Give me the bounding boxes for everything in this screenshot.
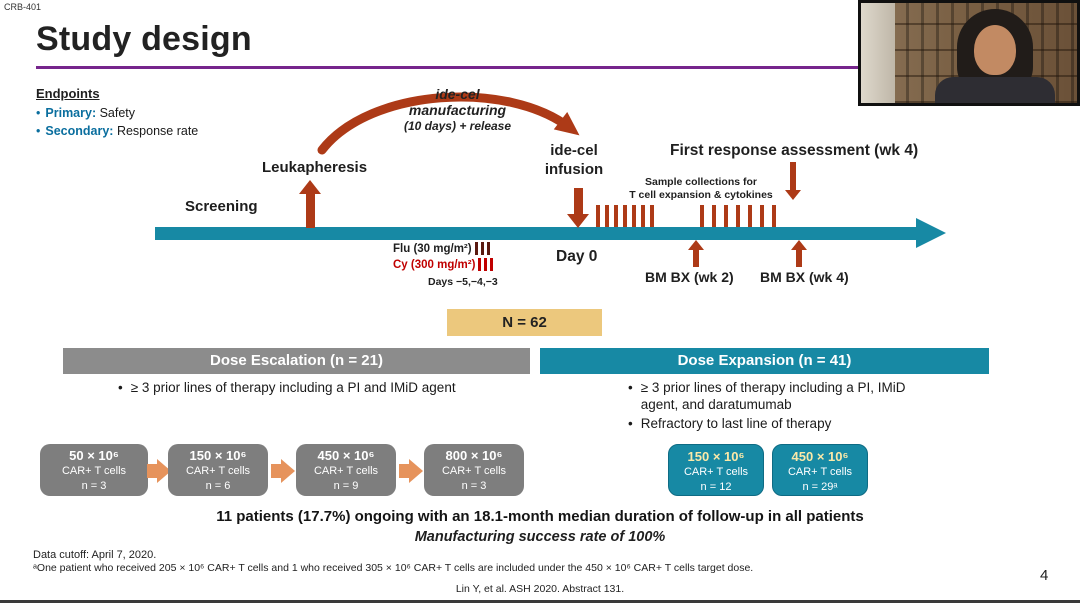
dose-value: 150 × 10⁶ <box>189 448 247 463</box>
dose-value: 150 × 10⁶ <box>687 449 745 464</box>
expansion-bullet2: Refractory to last line of therapy <box>640 416 832 431</box>
dose-expansion-header: Dose Expansion (n = 41) <box>540 348 989 374</box>
days-label: Days −5,−4,−3 <box>428 276 498 288</box>
dose-n: n = 3 <box>81 480 107 492</box>
manufacturing-line3: (10 days) + release <box>403 119 512 133</box>
endpoint-secondary-value: Response rate <box>113 124 199 138</box>
endpoint-secondary: Secondary: Response rate <box>36 124 198 138</box>
escalation-bullet1: ≥ 3 prior lines of therapy including a P… <box>130 380 456 395</box>
first-response-label: First response assessment (wk 4) <box>670 142 919 159</box>
endpoint-secondary-label: Secondary: <box>45 124 114 138</box>
manufacturing-label: ide-cel manufacturing (10 days) + releas… <box>380 86 535 134</box>
video-bottom-edge <box>0 600 1080 603</box>
presenter-video[interactable] <box>858 0 1080 106</box>
n-total-box: N = 62 <box>447 309 602 336</box>
dose-value: 50 × 10⁶ <box>69 448 119 463</box>
dose-arrow-icon <box>399 459 423 483</box>
background-wall <box>861 3 895 103</box>
dose-n: n = 6 <box>205 480 231 492</box>
manufacturing-curve-arrow-icon <box>317 92 580 155</box>
footnote: ᵃOne patient who received 205 × 10⁶ CAR+… <box>33 562 754 574</box>
dose-cells: CAR+ T cells <box>787 466 853 478</box>
sample-ticks-group2 <box>700 205 784 227</box>
bmbx-wk4-arrow-icon <box>791 240 807 267</box>
dose-cells: CAR+ T cells <box>61 465 127 477</box>
manufacturing-line1: ide-cel <box>435 86 480 102</box>
dose-box-800: 800 × 10⁶ CAR+ T cells n = 3 <box>424 444 524 496</box>
dose-cells: CAR+ T cells <box>683 466 749 478</box>
infusion-arrow-icon <box>567 188 589 228</box>
dose-box-150: 150 × 10⁶ CAR+ T cells n = 6 <box>168 444 268 496</box>
followup-summary: 11 patients (17.7%) ongoing with an 18.1… <box>216 508 864 525</box>
dose-arrow-icon <box>271 459 295 483</box>
sample-collections-line2: T cell expansion & cytokines <box>629 188 773 201</box>
endpoint-primary-label: Primary: <box>45 106 97 120</box>
manufacturing-success: Manufacturing success rate of 100% <box>414 529 666 545</box>
expansion-box-450: 450 × 10⁶ CAR+ T cells n = 29ᵃ <box>772 444 868 496</box>
cy-tick-icon <box>490 258 494 271</box>
dose-n: n = 12 <box>700 481 732 493</box>
expansion-bullet1: ≥ 3 prior lines of therapy including a P… <box>640 380 906 412</box>
data-cutoff: Data cutoff: April 7, 2020. <box>33 549 157 561</box>
dose-n: n = 9 <box>333 480 359 492</box>
screening-label: Screening <box>185 198 258 215</box>
presenter-body <box>935 77 1055 103</box>
dose-n: n = 29ᵃ <box>802 481 838 493</box>
page-number: 4 <box>1040 567 1049 584</box>
dose-box-450: 450 × 10⁶ CAR+ T cells n = 9 <box>296 444 396 496</box>
dose-value: 450 × 10⁶ <box>791 449 849 464</box>
infusion-line2: infusion <box>544 161 604 178</box>
expansion-box-150: 150 × 10⁶ CAR+ T cells n = 12 <box>668 444 764 496</box>
flu-row: Flu (30 mg/m²) <box>393 242 490 255</box>
presenter-face <box>974 25 1016 75</box>
cy-tick-icon <box>478 258 482 271</box>
manufacturing-line2: manufacturing <box>408 102 507 118</box>
dose-cells: CAR+ T cells <box>313 465 379 477</box>
infusion-label: ide-cel infusion <box>532 141 616 179</box>
first-response-arrow-icon <box>785 162 801 200</box>
day0-label: Day 0 <box>556 248 598 265</box>
dose-cells: CAR+ T cells <box>441 465 507 477</box>
leukapheresis-label: Leukapheresis <box>262 159 368 176</box>
bmbx-wk2-arrow-icon <box>688 240 704 267</box>
dose-cells: CAR+ T cells <box>185 465 251 477</box>
endpoint-primary-value: Safety <box>96 106 136 120</box>
flu-tick-icon <box>474 242 478 255</box>
bmbx-wk2-label: BM BX (wk 2) <box>645 269 734 285</box>
timeline-arrowhead-icon <box>916 218 946 248</box>
sample-collections-line1: Sample collections for <box>644 176 758 188</box>
sample-collections-label: Sample collections for T cell expansion … <box>610 176 792 201</box>
dose-arrow-icon <box>147 459 171 483</box>
title-divider <box>36 66 862 69</box>
dose-box-50: 50 × 10⁶ CAR+ T cells n = 3 <box>40 444 148 496</box>
dose-n: n = 3 <box>461 480 487 492</box>
dose-value: 800 × 10⁶ <box>445 448 503 463</box>
cy-row: Cy (300 mg/m²) <box>393 258 494 271</box>
dose-value: 450 × 10⁶ <box>317 448 375 463</box>
sample-ticks-group1 <box>596 205 659 227</box>
slide-title: Study design <box>36 20 252 58</box>
leukapheresis-arrow-icon <box>299 180 321 228</box>
escalation-bullets: ≥ 3 prior lines of therapy including a P… <box>118 379 463 398</box>
dose-escalation-header: Dose Escalation (n = 21) <box>63 348 530 374</box>
flu-label: Flu (30 mg/m²) <box>393 242 472 255</box>
endpoints-section: Endpoints Primary: Safety Secondary: Res… <box>36 86 198 142</box>
study-code: CRB-401 <box>4 2 42 12</box>
endpoint-primary: Primary: Safety <box>36 106 198 120</box>
flu-tick-icon <box>486 242 490 255</box>
infusion-line1: ide-cel <box>550 142 598 159</box>
citation: Lin Y, et al. ASH 2020. Abstract 131. <box>455 583 625 595</box>
expansion-bullets: ≥ 3 prior lines of therapy including a P… <box>628 379 933 434</box>
endpoints-heading: Endpoints <box>36 86 100 101</box>
timeline-bar <box>155 227 918 240</box>
bmbx-wk4-label: BM BX (wk 4) <box>760 269 849 285</box>
cy-tick-icon <box>484 258 488 271</box>
cy-label: Cy (300 mg/m²) <box>393 258 476 271</box>
flu-tick-icon <box>480 242 484 255</box>
